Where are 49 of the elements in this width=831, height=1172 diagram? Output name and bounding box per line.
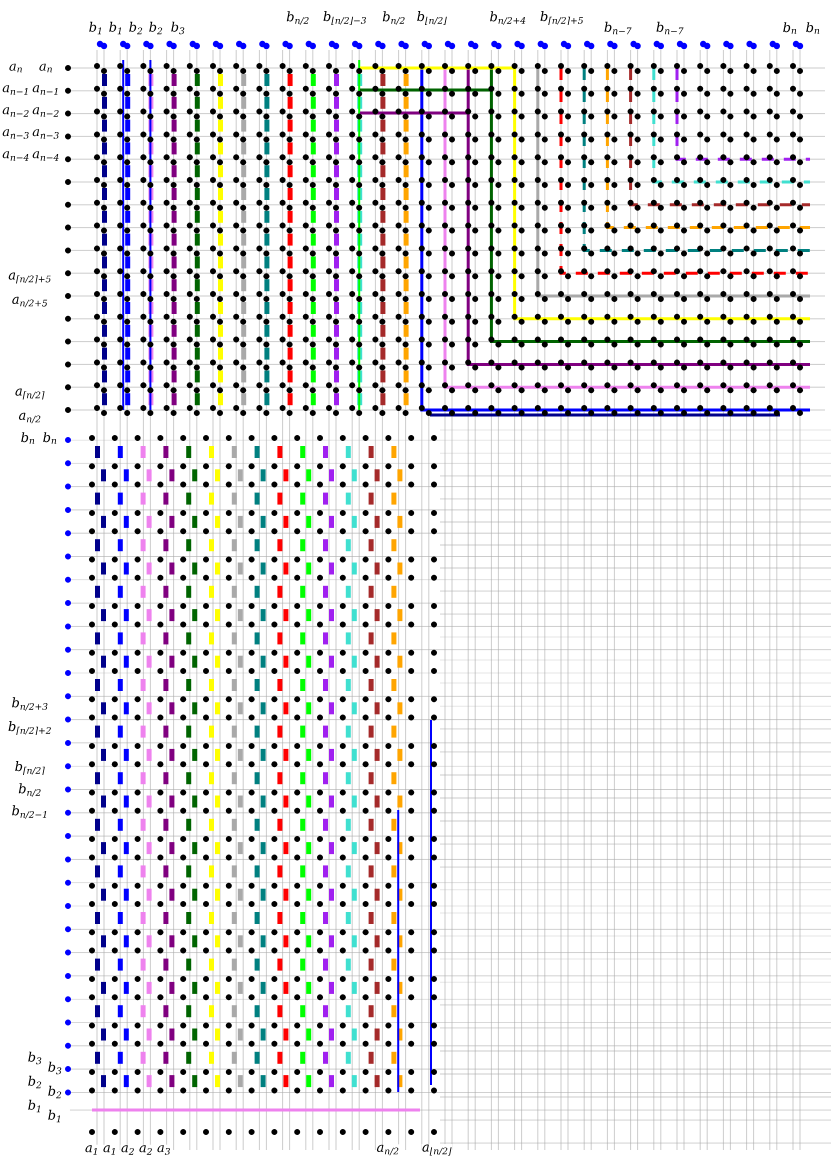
math-label: b$_{1}$ [47, 1109, 63, 1123]
math-label: b$_{⌈n/2⌉+5}$ [539, 10, 585, 26]
math-label: b$_{2}$ [47, 1085, 63, 1099]
math-label: a$_{n−4}$ [1, 150, 31, 162]
math-label: a$_{n−1}$ [1, 84, 31, 96]
math-label: a$_{⌊n/2⌋}$ [421, 1144, 453, 1156]
math-label: b$_{⌈n/2⌉}$ [14, 760, 46, 776]
math-label: a$_{⌈n/2⌉+5}$ [7, 272, 53, 284]
math-label: b$_{n/2}$ [17, 782, 43, 798]
math-label: b$_{n/2+3}$ [11, 696, 49, 712]
math-label: b$_{n−7}$ [603, 21, 633, 35]
math-label: b$_{⌊n/2⌋−3}$ [322, 10, 368, 26]
math-label: b$_{⌈n/2⌉+2}$ [7, 720, 53, 736]
math-label: b$_{n}$ [805, 21, 821, 35]
math-label: a$_{n−4}$ [31, 150, 61, 162]
math-label: b$_{3}$ [27, 1051, 43, 1065]
math-label: a$_{n−1}$ [31, 84, 61, 96]
math-label: a$_{1}$ [84, 1144, 100, 1156]
math-label: b$_{n/2}$ [285, 10, 311, 26]
math-label: b$_{n/2}$ [381, 10, 407, 26]
math-label: a$_{n/2}$ [376, 1144, 400, 1156]
math-label: b$_{n}$ [42, 431, 58, 445]
math-label: b$_{n}$ [782, 21, 798, 35]
math-label: a$_{n}$ [8, 63, 24, 73]
math-label: b$_{n/2−1}$ [11, 804, 49, 820]
math-label: a$_{1}$ [102, 1144, 118, 1156]
math-label: a$_{2}$ [138, 1144, 154, 1156]
math-label: b$_{2}$ [128, 21, 144, 35]
math-label: b$_{2}$ [148, 21, 164, 35]
math-label: a$_{n}$ [38, 63, 54, 73]
math-label: a$_{n−2}$ [1, 106, 31, 118]
math-label: a$_{n−3}$ [31, 128, 61, 140]
math-label: b$_{n−7}$ [655, 21, 685, 35]
math-label: a$_{⌈n/2⌉}$ [14, 388, 46, 400]
math-label: a$_{n−3}$ [1, 128, 31, 140]
math-label: a$_{n/2+5}$ [11, 296, 49, 308]
math-label: b$_{2}$ [27, 1075, 43, 1089]
math-label: b$_{3}$ [170, 21, 186, 35]
math-label: b$_{1}$ [88, 21, 104, 35]
math-label: b$_{1}$ [108, 21, 124, 35]
math-label: b$_{n}$ [20, 431, 36, 445]
math-label: b$_{3}$ [47, 1061, 63, 1075]
math-label: b$_{1}$ [27, 1099, 43, 1113]
math-label: b$_{⌊n/2⌋}$ [416, 10, 448, 26]
math-label: a$_{n/2}$ [18, 412, 42, 424]
math-label: a$_{n−2}$ [31, 106, 61, 118]
math-label: a$_{3}$ [156, 1144, 172, 1156]
math-label: b$_{n/2+4}$ [489, 10, 527, 26]
math-label: a$_{2}$ [120, 1144, 136, 1156]
